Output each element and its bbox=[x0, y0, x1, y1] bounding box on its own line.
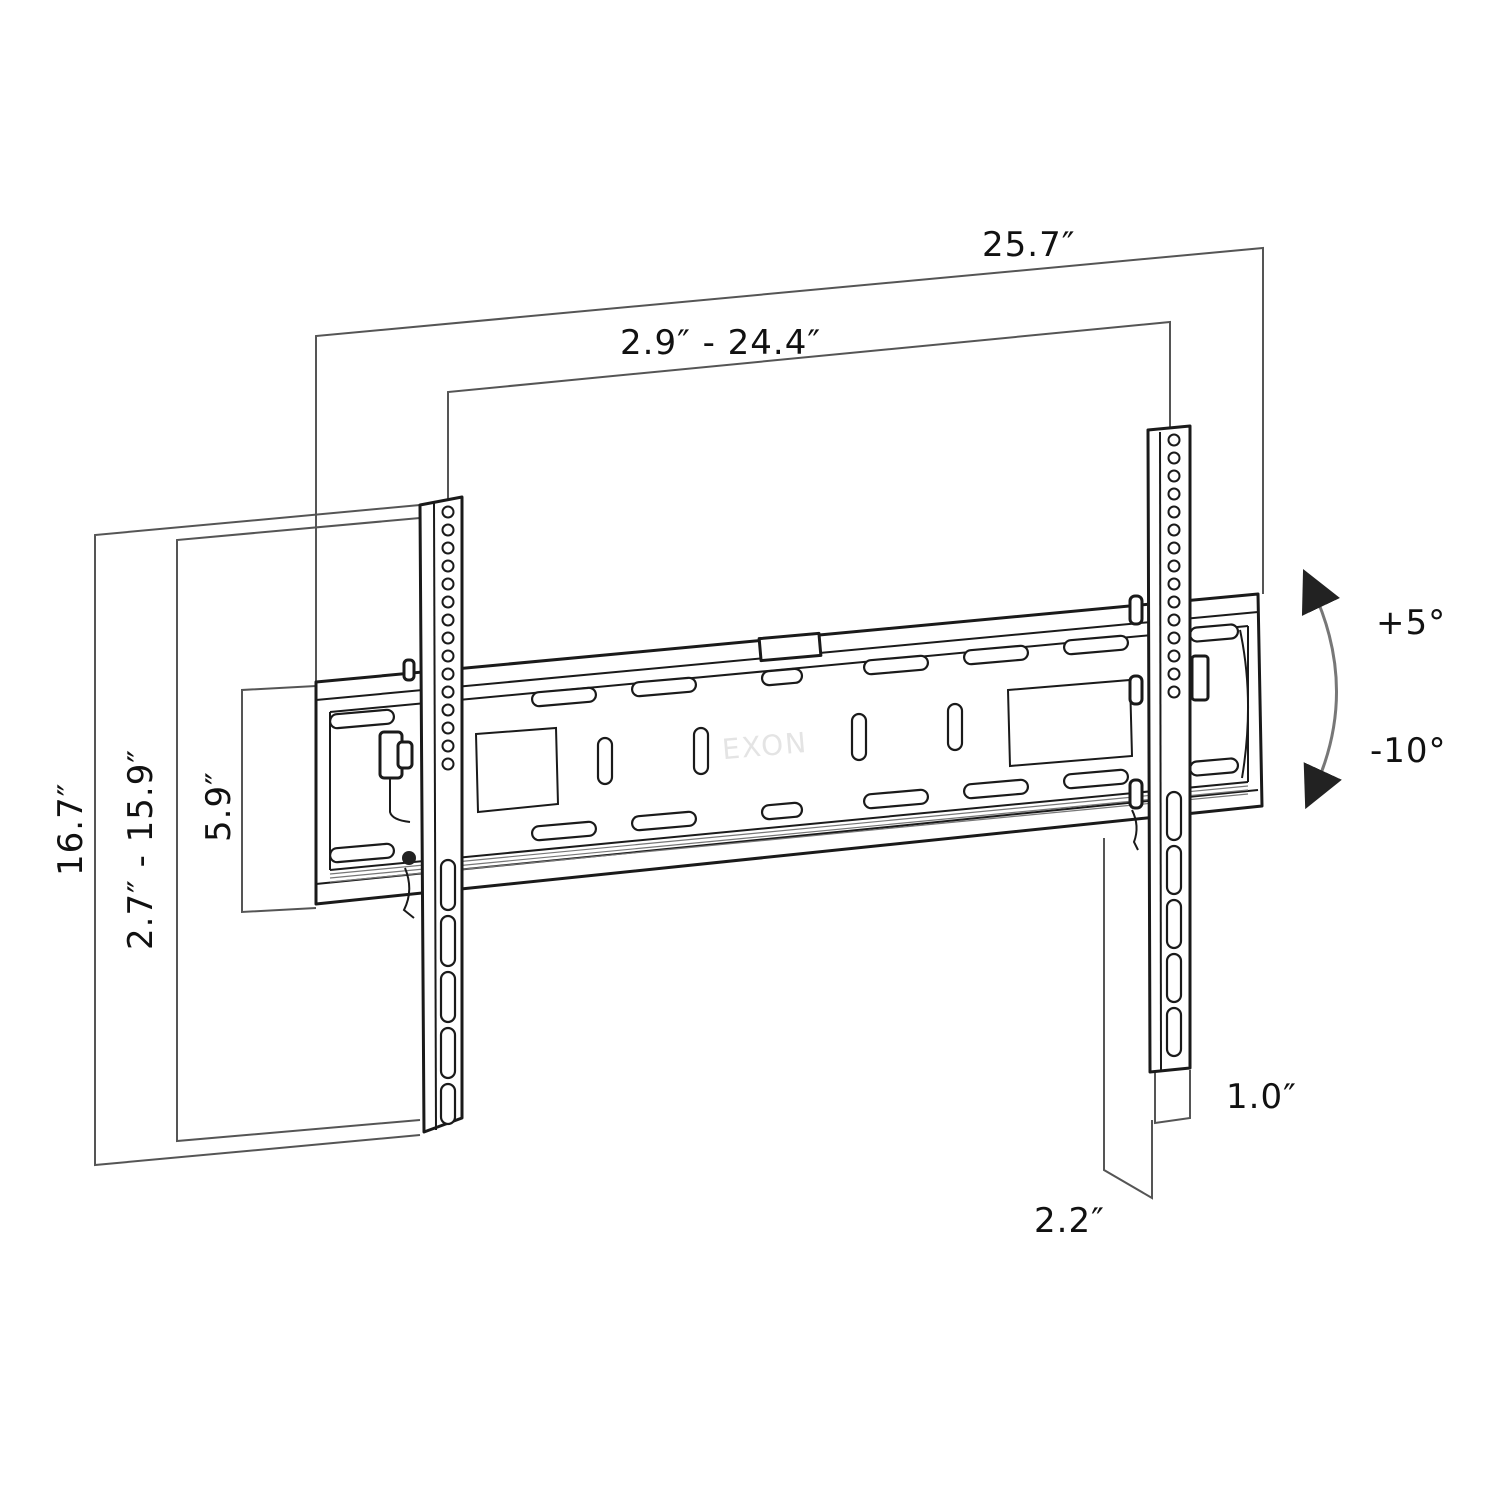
lower-slots bbox=[328, 757, 1240, 864]
right-bracket-holes bbox=[1167, 433, 1181, 699]
vertical-range-label: 2.7″ - 15.9″ bbox=[121, 749, 161, 950]
upper-slots bbox=[328, 623, 1240, 730]
depth-dimension bbox=[1103, 838, 1153, 1200]
left-bracket-slots bbox=[439, 858, 457, 1126]
bracket-spacing-dimension bbox=[447, 320, 1171, 500]
tilt-down-label: -10° bbox=[1370, 731, 1447, 771]
right-cutout bbox=[1006, 678, 1134, 768]
tilt-arc-icon bbox=[1301, 568, 1342, 810]
vertical-slots bbox=[596, 702, 964, 786]
right-bracket-slots bbox=[1165, 790, 1183, 1058]
depth-label: 2.2″ bbox=[1034, 1201, 1105, 1241]
tilt-knob-icon bbox=[378, 730, 414, 823]
dimension-labels: 25.7″ 2.9″ - 24.4″ 16.7″ 2.7″ - 15.9″ 5.… bbox=[51, 225, 1447, 1241]
tilt-up-label: +5° bbox=[1376, 603, 1446, 643]
center-latch bbox=[757, 631, 823, 663]
dimension-lines bbox=[94, 246, 1264, 1200]
left-bracket-holes bbox=[441, 505, 455, 771]
vertical-range-dimension bbox=[176, 517, 421, 1143]
right-hook bbox=[1131, 809, 1139, 851]
wall-plate-height-label: 5.9″ bbox=[199, 771, 239, 842]
brand-logo: EXON bbox=[721, 726, 810, 766]
overall-width-dimension bbox=[315, 246, 1264, 682]
left-cutout bbox=[474, 726, 560, 814]
bracket-width-label: 1.0″ bbox=[1226, 1077, 1297, 1117]
bracket-width-dimension bbox=[1154, 1070, 1191, 1125]
overall-height-dimension bbox=[94, 504, 421, 1167]
pivot-bolt bbox=[402, 851, 416, 865]
right-bracket bbox=[1128, 424, 1210, 1074]
wall-plate: EXON bbox=[314, 592, 1264, 906]
wall-plate-height-dimension bbox=[241, 685, 317, 914]
bracket-spacing-label: 2.9″ - 24.4″ bbox=[620, 323, 821, 363]
overall-width-label: 25.7″ bbox=[982, 225, 1075, 265]
left-bracket bbox=[378, 495, 464, 1134]
left-hook bbox=[402, 867, 415, 919]
overall-height-label: 16.7″ bbox=[51, 783, 91, 876]
